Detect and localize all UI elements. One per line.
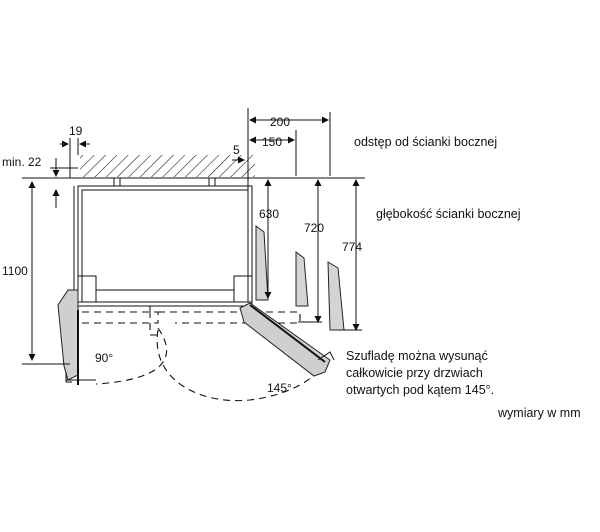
drawer-note-line3: otwartych pod kątem 145°. bbox=[346, 383, 494, 397]
fridge-body bbox=[73, 177, 253, 307]
dim-min22: min. 22 bbox=[2, 155, 42, 169]
side-wall-profiles bbox=[255, 225, 345, 331]
dim-150: 150 bbox=[262, 135, 282, 149]
drawer-note-line2: całkowicie przy drzwiach bbox=[346, 366, 483, 380]
rear-wall bbox=[40, 155, 365, 179]
dim-19: 19 bbox=[69, 124, 83, 138]
dim-774: 774 bbox=[342, 240, 362, 254]
caption-side-wall-depth: głębokość ścianki bocznej bbox=[376, 207, 521, 221]
right-door bbox=[239, 302, 335, 377]
dim-630: 630 bbox=[259, 207, 279, 221]
units-note: wymiary w mm bbox=[497, 406, 581, 420]
dim-1100: 1100 bbox=[2, 264, 28, 278]
drawer-and-swing-arcs bbox=[82, 306, 327, 402]
dimension-lines bbox=[22, 108, 362, 365]
caption-side-wall-gap: odstęp od ścianki bocznej bbox=[354, 135, 497, 149]
left-door bbox=[57, 289, 96, 385]
angle-145: 145° bbox=[267, 381, 292, 395]
dim-200: 200 bbox=[270, 115, 290, 129]
dim-720: 720 bbox=[304, 221, 324, 235]
angle-90: 90° bbox=[95, 351, 113, 365]
drawer-note-line1: Szufladę można wysunąć bbox=[346, 349, 488, 363]
dim-5: 5 bbox=[233, 143, 240, 157]
